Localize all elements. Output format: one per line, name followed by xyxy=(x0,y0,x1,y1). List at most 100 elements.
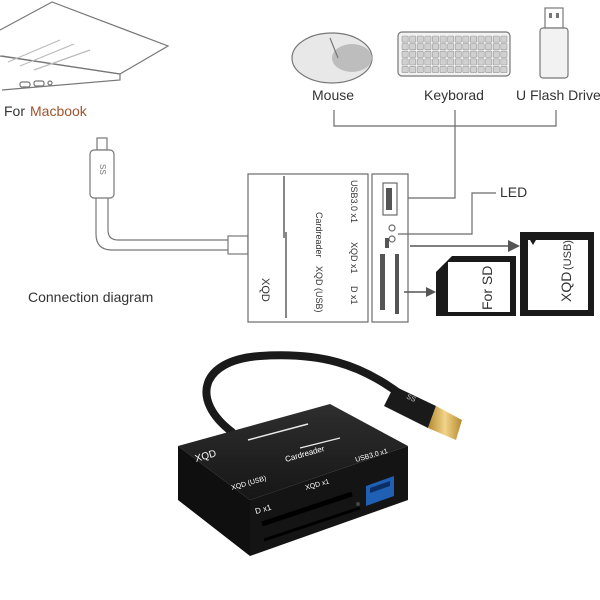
keyboard-key xyxy=(492,58,500,66)
keyboard-key xyxy=(477,50,485,58)
keyboard-key xyxy=(439,66,447,73)
macbook-label-prefix: For xyxy=(4,103,25,119)
keyboard-key xyxy=(462,43,470,51)
keyboard-key xyxy=(409,58,417,66)
sd-card-label: For SD xyxy=(479,266,495,310)
keyboard-key xyxy=(424,50,432,58)
keyboard-key xyxy=(432,58,439,66)
keyboard-key xyxy=(477,66,485,73)
keyboard-key xyxy=(447,58,455,66)
keyboard-key xyxy=(477,43,485,51)
keyboard-key xyxy=(401,35,409,43)
keyboard-key xyxy=(462,50,470,58)
keyboard-key xyxy=(439,50,447,58)
flash-drive-icon xyxy=(539,7,569,79)
keyboard-key xyxy=(462,35,470,43)
card-reader-outline xyxy=(247,173,369,323)
keyboard-key xyxy=(416,50,424,58)
keyboard-key xyxy=(500,43,508,51)
usb-c-cable xyxy=(89,137,249,255)
keyboard-key xyxy=(424,58,432,66)
macbook-illustration xyxy=(0,1,170,91)
keyboard-key xyxy=(454,66,462,73)
keyboard-key xyxy=(454,50,462,58)
product-photo xyxy=(178,351,462,556)
keyboard-key xyxy=(470,35,477,43)
keyboard-key xyxy=(500,58,508,66)
keyboard-key xyxy=(432,43,439,51)
keyboard-key xyxy=(447,66,455,73)
keyboard-key xyxy=(470,66,477,73)
keyboard-key xyxy=(485,58,493,66)
flash-drive-label: U Flash Drive xyxy=(516,87,600,103)
diagram-d-slot-label: D x1 xyxy=(349,286,359,305)
keyboard-key xyxy=(401,58,409,66)
keyboard-key xyxy=(500,35,508,43)
product-cable-marking: SS xyxy=(405,394,417,405)
diagram-xqd-label: XQD xyxy=(259,278,271,302)
keyboard-key xyxy=(454,58,462,66)
keyboard-label: Keyborad xyxy=(424,87,484,103)
keyboard-key xyxy=(485,35,493,43)
keyboard-key xyxy=(424,66,432,73)
keyboard-key xyxy=(401,50,409,58)
keyboard-key xyxy=(470,50,477,58)
led-callout xyxy=(398,192,496,235)
keyboard-key xyxy=(409,43,417,51)
diagram-xqd-usb-label: XQD (USB) xyxy=(314,266,324,313)
keyboard-key xyxy=(439,43,447,51)
led-label: LED xyxy=(500,184,527,200)
reader-front-panel xyxy=(371,173,409,323)
peripheral-connector-lines xyxy=(333,110,557,199)
keyboard-key xyxy=(401,66,409,73)
keyboard-key xyxy=(401,43,409,51)
macbook-label: Macbook xyxy=(30,103,88,119)
diagram-cardreader-label: Cardreader xyxy=(314,212,324,258)
keyboard-key xyxy=(409,66,417,73)
keyboard-key xyxy=(447,35,455,43)
keyboard-key xyxy=(439,35,447,43)
cable-marking: SS xyxy=(98,164,107,175)
mouse-icon xyxy=(291,32,373,84)
keyboard-key xyxy=(424,35,432,43)
keyboard-key xyxy=(416,43,424,51)
card-arrows xyxy=(404,240,520,297)
mouse-label: Mouse xyxy=(312,87,354,103)
keyboard-key xyxy=(416,58,424,66)
keyboard-key xyxy=(416,66,424,73)
keyboard-key xyxy=(477,58,485,66)
keyboard-key xyxy=(424,43,432,51)
xqd-card-label: XQD xyxy=(558,272,574,302)
keyboard-key xyxy=(416,35,424,43)
keyboard-key xyxy=(454,43,462,51)
keyboard-key xyxy=(492,66,500,73)
sd-card-icon xyxy=(436,256,516,316)
keyboard-key xyxy=(462,66,470,73)
keyboard-key xyxy=(500,50,508,58)
xqd-card-icon xyxy=(520,232,594,316)
keyboard-key xyxy=(454,35,462,43)
keyboard-key xyxy=(492,35,500,43)
connection-diagram-label: Connection diagram xyxy=(28,289,153,305)
keyboard-key xyxy=(485,66,493,73)
keyboard-key xyxy=(492,50,500,58)
keyboard-key xyxy=(432,35,439,43)
keyboard-key xyxy=(409,50,417,58)
diagram-usb-label: USB3.0 x1 xyxy=(349,180,359,223)
keyboard-key xyxy=(447,50,455,58)
keyboard-key xyxy=(477,35,485,43)
keyboard-key xyxy=(485,43,493,51)
keyboard-key xyxy=(485,50,493,58)
diagram-xqd-slot-label: XQD x1 xyxy=(349,242,359,274)
keyboard-key xyxy=(470,43,477,51)
keyboard-key xyxy=(432,50,439,58)
keyboard-key xyxy=(470,58,477,66)
keyboard-key xyxy=(447,43,455,51)
xqd-card-sublabel: (USB) xyxy=(562,240,574,270)
keyboard-key xyxy=(500,66,508,73)
keyboard-key xyxy=(439,58,447,66)
keyboard-key xyxy=(492,43,500,51)
keyboard-key xyxy=(409,35,417,43)
